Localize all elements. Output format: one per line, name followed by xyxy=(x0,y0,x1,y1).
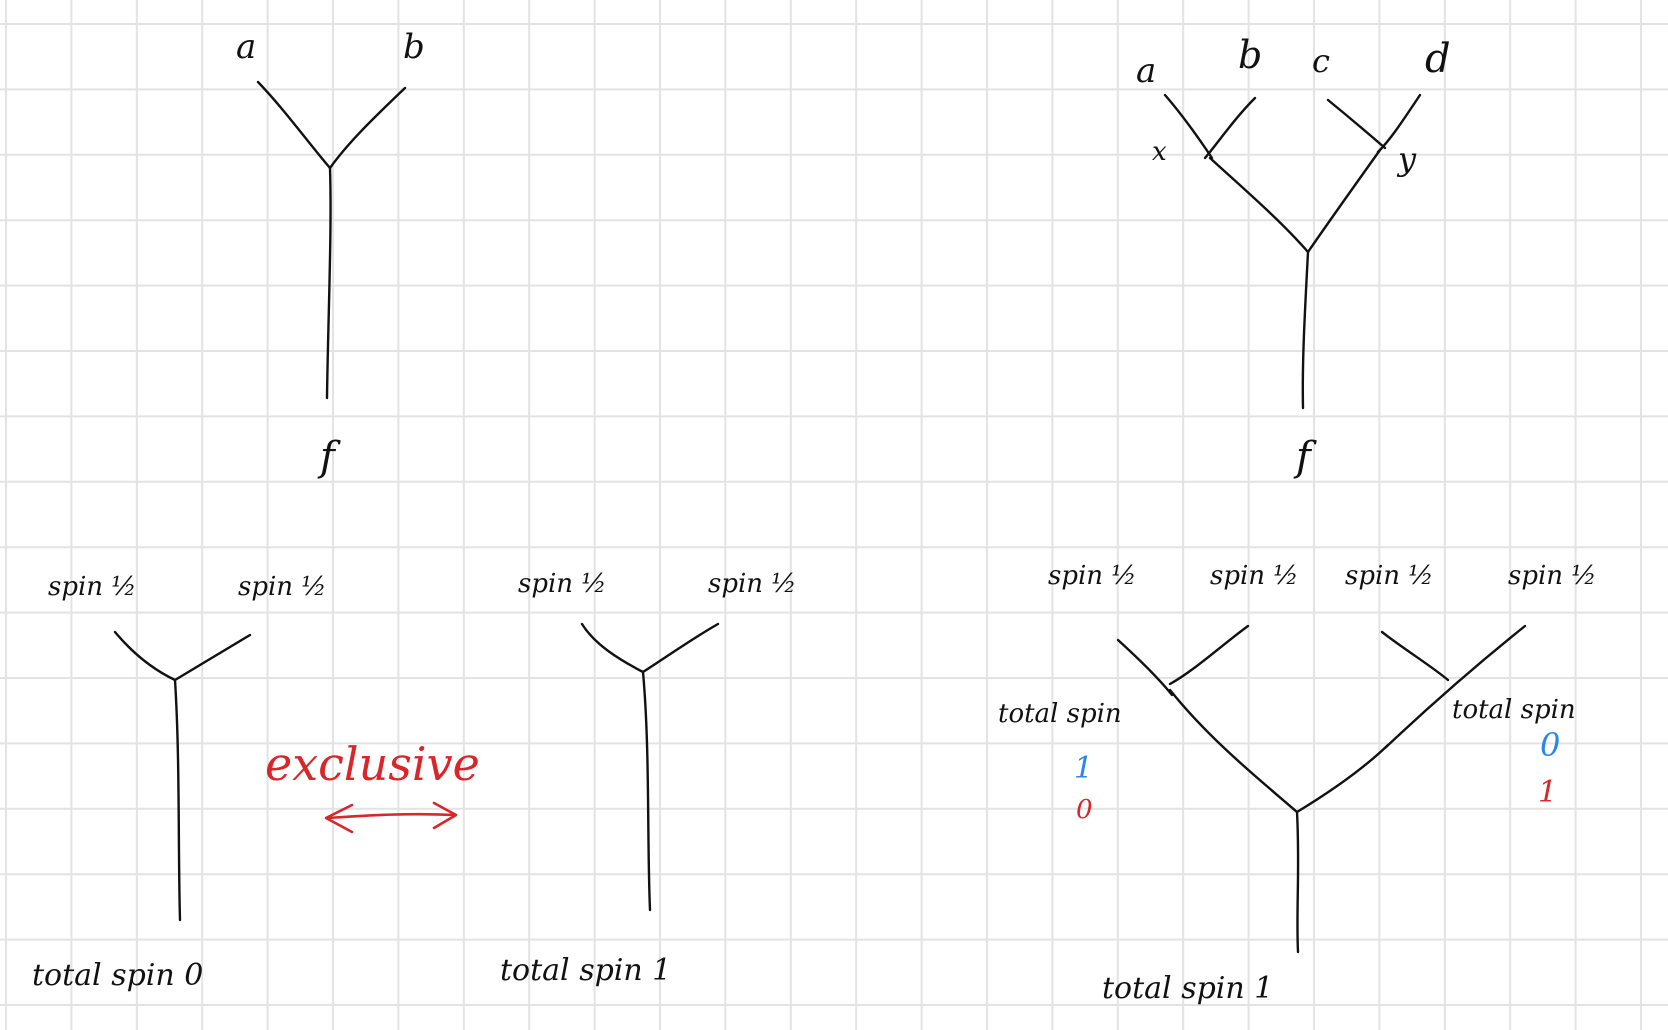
label-d: d xyxy=(1425,36,1451,82)
tree-internal-right xyxy=(1295,743,1390,814)
tree-trunk xyxy=(325,166,332,400)
exclusive-label: exclusive xyxy=(265,737,480,791)
tree-leg-c xyxy=(1326,98,1387,150)
left-internal-title: total spin xyxy=(998,699,1122,729)
label-y: y xyxy=(1396,140,1417,178)
root-label: total spin 1 xyxy=(1102,971,1273,1006)
tree-trunk xyxy=(1295,810,1300,954)
label-a: a xyxy=(1136,51,1156,91)
tree-leg-left xyxy=(256,80,332,170)
tree-internal-y xyxy=(1306,148,1382,254)
tree-leg-3 xyxy=(1380,630,1450,682)
tree-leg-a xyxy=(1163,93,1214,160)
leg-label-1: spin ½ xyxy=(1048,561,1137,591)
root-label: total spin 1 xyxy=(500,953,671,988)
tree-trunk-f xyxy=(1301,250,1310,410)
right-internal-value-blue: 0 xyxy=(1540,726,1560,764)
tree-leg-right xyxy=(328,86,407,170)
tree-internal-left xyxy=(1168,688,1299,814)
double-arrow-icon xyxy=(326,812,457,820)
tree-leg-right xyxy=(173,633,252,682)
label-a: a xyxy=(236,27,256,67)
leg-label-4: spin ½ xyxy=(1508,561,1597,591)
four-spin-tree: spin ½ spin ½ spin ½ spin ½ total spin 1… xyxy=(998,561,1597,1006)
label-f: f xyxy=(317,434,341,480)
tree-leg-4 xyxy=(1383,624,1527,750)
two-leg-tree: a b f xyxy=(236,27,425,480)
tree-leg-left xyxy=(580,622,645,674)
tree-leg-left xyxy=(113,630,177,682)
root-label: total spin 0 xyxy=(32,958,203,993)
leg-label-left: spin ½ xyxy=(518,569,607,599)
tree-internal-x xyxy=(1208,156,1310,254)
arrowhead-left xyxy=(324,803,354,834)
spin-zero-tree: spin ½ spin ½ total spin 0 xyxy=(32,572,327,993)
label-x: x xyxy=(1152,137,1167,167)
left-internal-value-red: 0 xyxy=(1076,795,1093,825)
label-b: b xyxy=(403,27,425,67)
left-internal-value-blue: 1 xyxy=(1074,751,1093,786)
label-c: c xyxy=(1312,42,1330,80)
tree-leg-d xyxy=(1376,93,1422,154)
tree-leg-1 xyxy=(1116,638,1174,697)
spin-one-tree: spin ½ spin ½ total spin 1 xyxy=(500,569,797,988)
leg-label-3: spin ½ xyxy=(1345,561,1434,591)
tree-trunk xyxy=(173,678,182,922)
leg-label-2: spin ½ xyxy=(1210,561,1299,591)
leg-label-right: spin ½ xyxy=(708,569,797,599)
tree-leg-b xyxy=(1203,96,1257,160)
right-internal-title: total spin xyxy=(1452,695,1576,725)
leg-label-right: spin ½ xyxy=(238,572,327,602)
leg-label-left: spin ½ xyxy=(48,572,137,602)
tree-leg-right xyxy=(641,622,720,674)
right-internal-value-red: 1 xyxy=(1538,775,1557,810)
arrowhead-right xyxy=(432,801,458,830)
tree-leg-2 xyxy=(1168,624,1250,686)
label-b: b xyxy=(1238,33,1262,77)
tree-trunk xyxy=(641,670,652,912)
exclusive-annotation: exclusive xyxy=(265,737,480,834)
